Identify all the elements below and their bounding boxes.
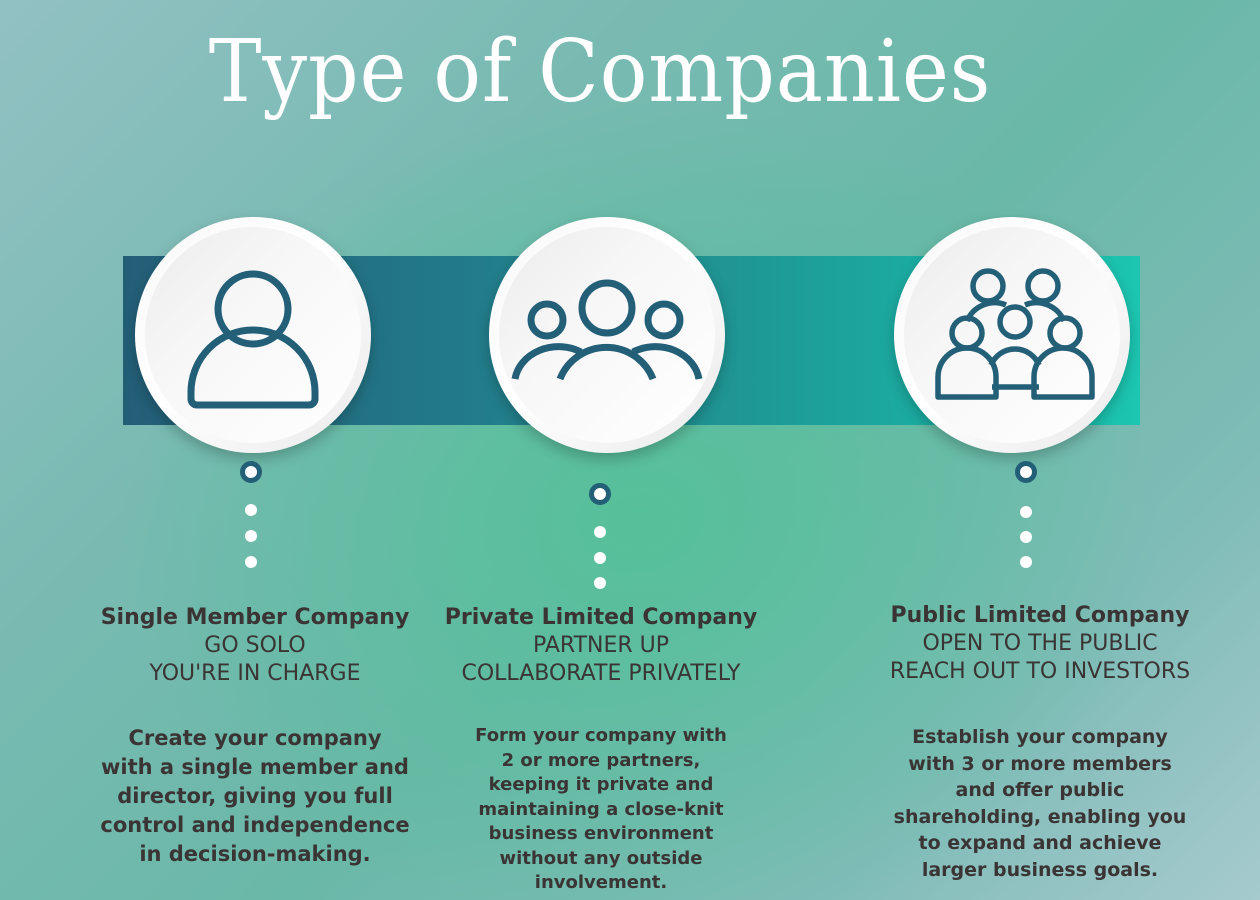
connector-dot [1020, 506, 1032, 518]
company-heading: Single Member Company GO SOLO YOU'RE IN … [70, 604, 440, 688]
description-line: to expand and achieve [918, 832, 1162, 854]
description-line: Create your company [128, 726, 382, 750]
description-line: with 3 or more members [908, 752, 1172, 775]
description-line: Form your company with [475, 725, 727, 746]
description-line: involvement. [534, 872, 668, 893]
description-line: with a single member and [101, 755, 409, 779]
description-line: without any outside [499, 847, 703, 869]
company-heading: Public Limited Company OPEN TO THE PUBLI… [845, 602, 1235, 686]
connector-ring-icon [240, 461, 262, 483]
icon-badge-single-member [135, 217, 371, 453]
description-line: director, giving you full [117, 784, 393, 808]
description-line: in decision-making. [139, 842, 371, 866]
description-line: larger business goals. [921, 858, 1159, 881]
connector-dot [1020, 556, 1032, 568]
company-tagline: PARTNER UP [532, 633, 670, 658]
single-person-icon [187, 270, 319, 409]
company-description: Establish your company with 3 or more me… [845, 724, 1235, 883]
crowd-of-five-icon [935, 268, 1095, 400]
connector-dot [594, 526, 606, 538]
connector-dot [594, 552, 606, 564]
description-line: 2 or more partners, [501, 749, 701, 771]
description-line: shareholding, enabling you [893, 805, 1187, 828]
company-heading: Private Limited Company PARTNER UP COLLA… [418, 604, 784, 688]
company-tagline: COLLABORATE PRIVATELY [461, 661, 741, 686]
connector-dot [245, 504, 257, 516]
connector-ring-icon [1015, 461, 1037, 483]
company-card-public-limited: Public Limited Company OPEN TO THE PUBLI… [845, 602, 1235, 883]
company-tagline: OPEN TO THE PUBLIC [922, 631, 1158, 656]
company-tagline: GO SOLO [204, 633, 306, 658]
icon-badge-private-limited [489, 217, 725, 453]
company-tagline: YOU'RE IN CHARGE [149, 661, 361, 686]
company-name: Public Limited Company [890, 603, 1190, 628]
company-name: Private Limited Company [444, 605, 758, 630]
description-line: maintaining a close-knit [478, 798, 724, 820]
description-line: and offer public [955, 779, 1125, 801]
company-description: Create your company with a single member… [70, 724, 440, 869]
description-line: business environment [488, 823, 714, 844]
connector-dot [245, 556, 257, 568]
connector-dot [1020, 531, 1032, 543]
company-name: Single Member Company [100, 605, 410, 630]
connector-ring-icon [589, 483, 611, 505]
connector-dot [245, 530, 257, 542]
company-card-single-member: Single Member Company GO SOLO YOU'RE IN … [70, 604, 440, 869]
company-description: Form your company with 2 or more partner… [418, 724, 784, 896]
connector-dot [594, 577, 606, 589]
group-of-three-icon [511, 279, 703, 381]
description-line: keeping it private and [488, 774, 714, 795]
page-title: Type of Companies [208, 22, 992, 122]
company-tagline: REACH OUT TO INVESTORS [889, 659, 1191, 684]
icon-badge-public-limited [894, 217, 1130, 453]
description-line: control and independence [100, 813, 410, 837]
company-card-private-limited: Private Limited Company PARTNER UP COLLA… [418, 604, 784, 896]
description-line: Establish your company [912, 726, 1168, 748]
